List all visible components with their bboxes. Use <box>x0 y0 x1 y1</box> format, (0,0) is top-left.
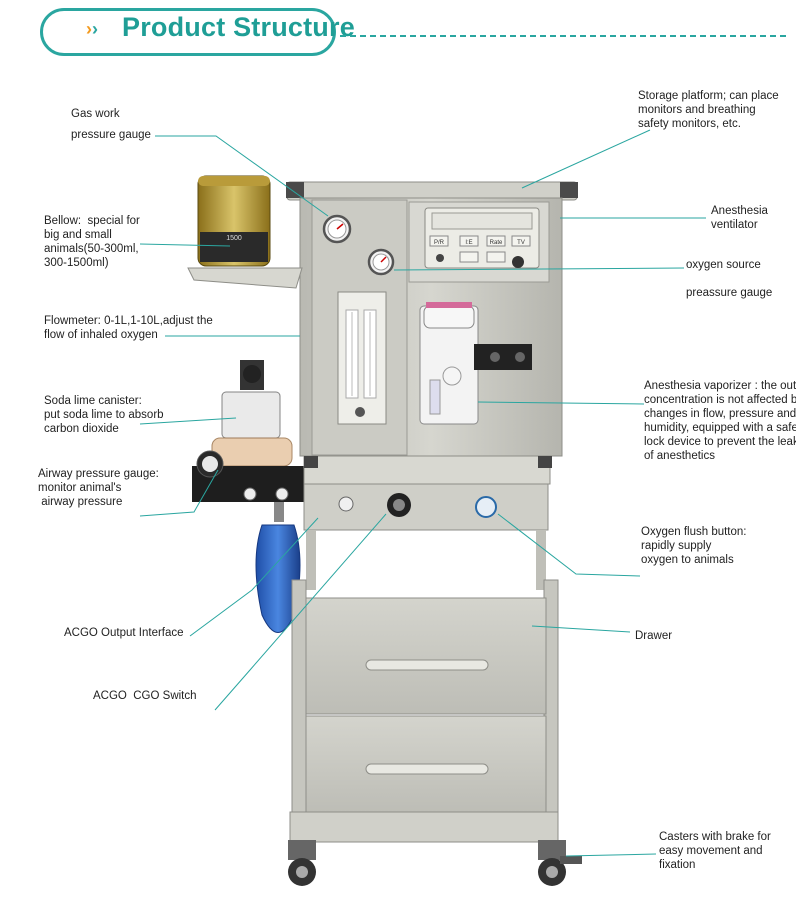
label-vaporizer: Anesthesia vaporizer : the output concen… <box>644 380 796 462</box>
frame <box>291 530 559 841</box>
panel-button-label: P/R <box>434 240 445 246</box>
panel-button-label: Rate <box>490 240 503 246</box>
ventilator-buttons: P/R I:E Rate TV <box>429 235 531 263</box>
panel-button-label: TV <box>517 240 525 246</box>
airway-block <box>192 450 306 502</box>
soda-lime-canister <box>211 360 293 467</box>
control-shelf <box>303 455 552 531</box>
flowmeter <box>337 291 387 425</box>
page-title: Product Structure <box>122 12 355 42</box>
label-acgo-switch: ACGO CGO Switch <box>93 690 197 702</box>
label-storage-platform: Storage platform; can place monitors and… <box>638 90 779 130</box>
gas-work-pressure-gauge <box>322 214 352 244</box>
bellow: 1500 <box>187 175 303 289</box>
breathing-bag <box>255 502 301 633</box>
label-oxygen-flush: Oxygen flush button: rapidly supply oxyg… <box>641 526 747 566</box>
anesthesia-vaporizer <box>419 302 532 425</box>
label-gas-work: Gas work <box>71 108 120 120</box>
label-oxygen-source: oxygen source preassure gauge <box>686 259 773 299</box>
label-airway-gauge: Airway pressure gauge: monitor animal's … <box>38 468 159 508</box>
header-banner <box>40 8 336 56</box>
label-gas-work-gauge: pressure gauge <box>71 129 151 141</box>
storage-platform <box>286 181 578 201</box>
panel-button-label: I:E <box>465 240 472 246</box>
drawers <box>305 597 547 813</box>
bellow-scale: 1500 <box>226 235 242 242</box>
label-bellow: Bellow: special for big and small animal… <box>44 215 140 269</box>
label-acgo-output: ACGO Output Interface <box>64 627 184 639</box>
oxygen-source-pressure-gauge <box>367 248 395 276</box>
label-ventilator: Anesthesia ventilator <box>711 205 768 231</box>
label-flowmeter: Flowmeter: 0-1L,1-10L,adjust the flow of… <box>44 315 213 341</box>
header-divider <box>340 35 786 37</box>
label-drawer: Drawer <box>635 630 673 642</box>
leader-lines <box>139 129 706 857</box>
double-chevron-right-icon: ›› <box>86 19 98 39</box>
label-soda-lime: Soda lime canister: put soda lime to abs… <box>44 395 164 435</box>
base-casters <box>288 811 582 886</box>
label-casters: Casters with brake for easy movement and… <box>659 831 771 871</box>
